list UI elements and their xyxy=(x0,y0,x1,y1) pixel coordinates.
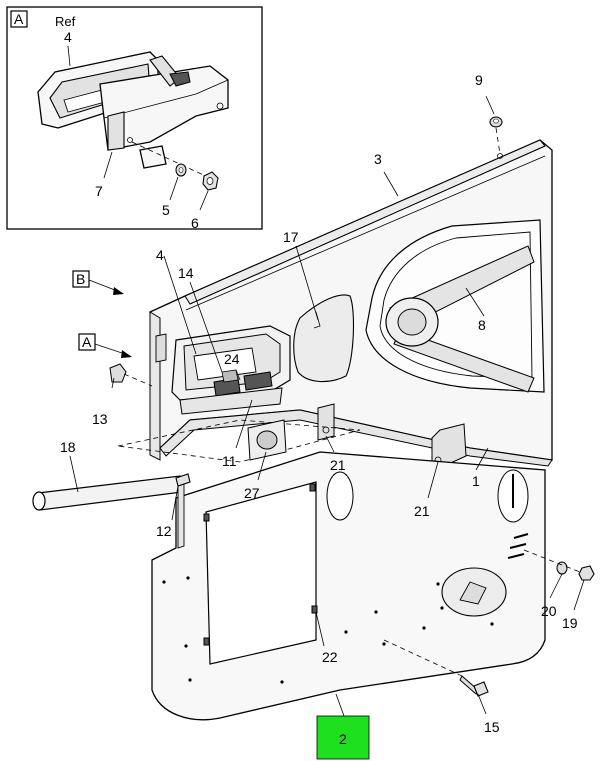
inset-tag-box xyxy=(10,10,28,28)
callout-15: 15 xyxy=(484,719,500,735)
highlight-callout-2[interactable]: 2 xyxy=(316,715,370,760)
inset-callout-7: 7 xyxy=(95,183,103,199)
svg-text:A: A xyxy=(82,334,92,350)
inset-nut-6 xyxy=(202,171,219,191)
door-frame xyxy=(109,116,553,467)
inset-callout-4: 4 xyxy=(64,29,72,45)
screw-12 xyxy=(175,473,191,487)
trim-panel-2 xyxy=(151,419,546,721)
callout-21: 21 xyxy=(330,457,346,473)
inset-washer-5 xyxy=(175,163,187,177)
callout-24: 24 xyxy=(224,351,240,367)
callout-27: 27 xyxy=(244,485,260,501)
callout-11: 11 xyxy=(222,453,237,469)
callout-18: 18 xyxy=(60,439,76,455)
inset-callout-5: 5 xyxy=(162,202,170,218)
bolt-15 xyxy=(459,675,489,697)
callout-12: 12 xyxy=(156,523,172,539)
callout-13: 13 xyxy=(92,411,108,427)
view-tag-b: B xyxy=(72,270,124,295)
callout-8: 8 xyxy=(478,317,486,333)
callout-17: 17 xyxy=(283,229,299,245)
rod-18 xyxy=(32,475,183,511)
callout-1: 1 xyxy=(472,473,480,489)
callout-4: 4 xyxy=(156,247,164,263)
callout-20: 20 xyxy=(541,603,557,619)
door-handle-assembly xyxy=(37,51,229,169)
hidden-outline xyxy=(117,419,361,463)
callout-3: 3 xyxy=(374,151,382,167)
highlight-box[interactable] xyxy=(316,715,370,760)
callout-labels: 9 3 17 4 14 24 8 13 18 11 21 27 1 21 12 … xyxy=(60,72,578,735)
inset-tag-label: A xyxy=(14,11,24,27)
highlight-label: 2 xyxy=(339,731,347,747)
inset-callout-6: 6 xyxy=(191,215,199,231)
leader-lines xyxy=(69,95,585,717)
svg-text:B: B xyxy=(76,271,85,287)
inset-ref-label: Ref xyxy=(55,14,76,29)
callout-19: 19 xyxy=(562,615,578,631)
inset-detail-a: A Ref 4 7 5 xyxy=(6,6,263,231)
nut-19 xyxy=(578,565,595,581)
view-tag-a: A xyxy=(78,333,132,358)
callout-21b: 21 xyxy=(414,503,430,519)
callout-22: 22 xyxy=(322,649,338,665)
callout-14: 14 xyxy=(178,265,194,281)
callout-9: 9 xyxy=(475,72,483,88)
